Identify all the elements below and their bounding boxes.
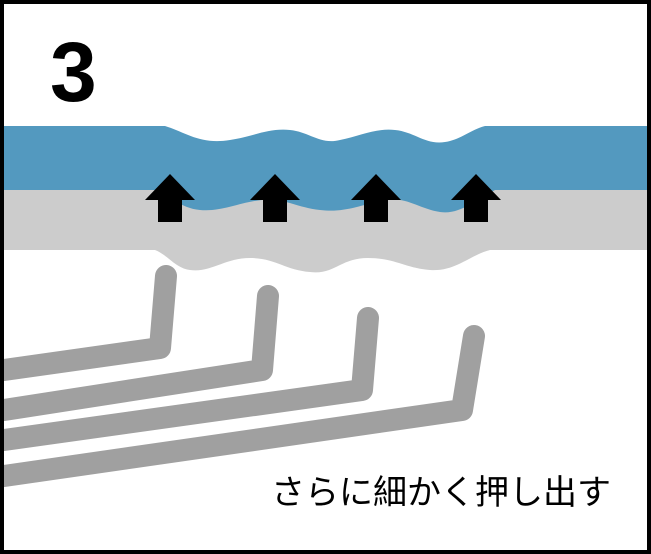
caption-text: さらに細かく押し出す — [271, 473, 611, 513]
up-arrow-icon — [351, 174, 401, 222]
bent-rod-tool — [0, 265, 177, 381]
bent-rod-tool — [0, 307, 379, 451]
bent-rod-tool — [0, 285, 279, 421]
up-arrow-icon — [145, 174, 195, 222]
bent-rod-tool — [0, 325, 485, 487]
pushing-tools — [0, 265, 485, 487]
step-number: 3 — [50, 25, 97, 119]
up-arrow-icon — [250, 174, 300, 222]
up-arrow-icon — [451, 174, 501, 222]
push-arrows — [145, 174, 501, 222]
